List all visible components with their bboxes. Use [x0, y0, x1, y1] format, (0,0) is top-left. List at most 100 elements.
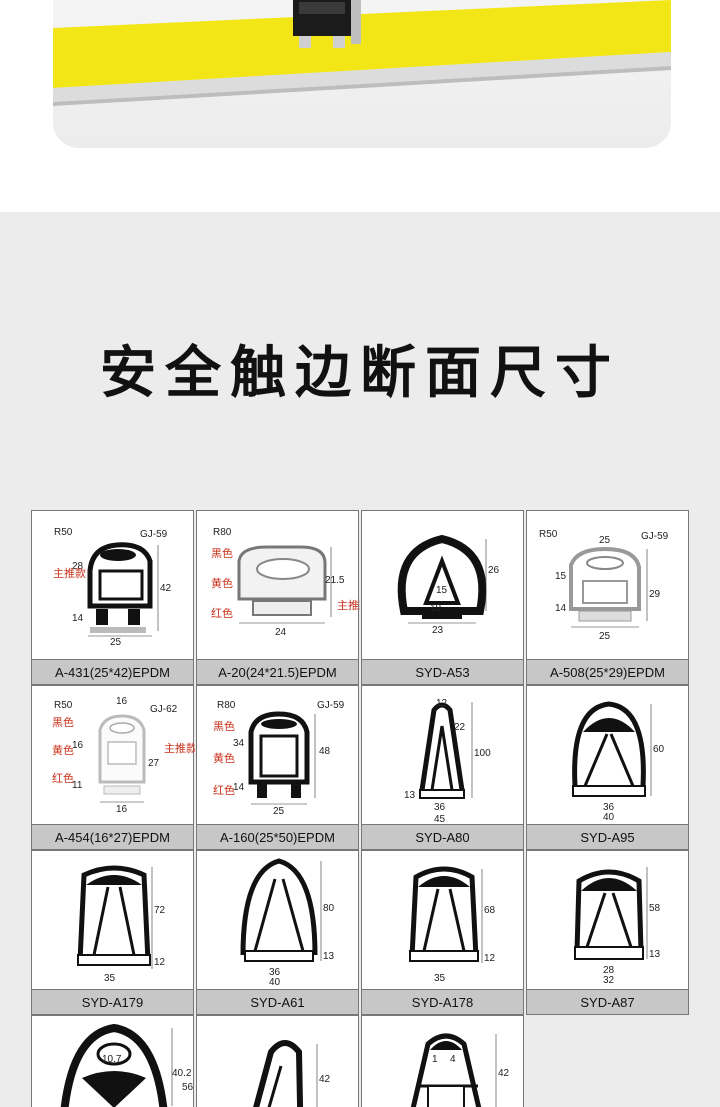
dim-label: 12 [154, 957, 166, 968]
dim-label: 28 [72, 561, 84, 572]
profile-caption: A-431(25*42)EPDM [31, 660, 194, 685]
profile-drawing: 10.7 40.2 56 [31, 1015, 194, 1107]
dim-label: 4 [450, 1054, 456, 1065]
dim-label: 32 [603, 975, 615, 986]
dim-label: 60 [653, 744, 665, 755]
profile-drawing: 42 [196, 1015, 359, 1107]
dim-label: R50 [539, 529, 558, 540]
profile-drawing: 1 4 42 14 [361, 1015, 524, 1107]
dim-label: 42 [498, 1068, 510, 1079]
dim-label: 35 [104, 973, 116, 984]
profile-caption: SYD-A179 [31, 990, 194, 1015]
profile-drawing: 26 15 10 23 [361, 510, 524, 660]
profile-caption: SYD-A80 [361, 825, 524, 850]
profile-caption: SYD-A178 [361, 990, 524, 1015]
dim-label: 34 [233, 738, 245, 749]
dim-label: 12 [484, 953, 496, 964]
dim-label: GJ-59 [140, 529, 168, 540]
profile-caption: SYD-A53 [361, 660, 524, 685]
dim-label: 56 [182, 1082, 194, 1093]
dim-label: R80 [217, 700, 236, 711]
dim-label: GJ-59 [641, 531, 669, 542]
dim-label: R50 [54, 527, 73, 538]
dim-label: 58 [649, 903, 661, 914]
dim-label: 13 [404, 790, 416, 801]
profile-caption: A-508(25*29)EPDM [526, 660, 689, 685]
color-label: 黄色 [213, 751, 235, 765]
dim-label: 45 [434, 814, 446, 825]
profile-caption: A-454(16*27)EPDM [31, 825, 194, 850]
dim-label: 14 [555, 603, 567, 614]
dim-label: 40 [603, 812, 615, 823]
dim-label: 29 [649, 589, 661, 600]
dim-label: 42 [160, 583, 172, 594]
profile-drawing: 72 12 35 [31, 850, 194, 990]
color-label: 黑色 [213, 719, 235, 733]
dim-label: 12 [436, 698, 448, 709]
dim-label: 100 [474, 748, 491, 759]
dim-label: 25 [599, 631, 611, 642]
dim-label: 40 [269, 977, 281, 988]
dim-label: GJ-62 [150, 704, 178, 715]
dim-label: 80 [323, 903, 335, 914]
profile-drawing: R80 GJ-59 34 48 14 25 黑色 黄色 红色 [196, 685, 359, 825]
dim-label: 24 [275, 627, 287, 638]
dim-label: 22 [454, 722, 466, 733]
dim-label: 72 [154, 905, 166, 916]
color-label: 红色 [211, 606, 233, 620]
product-photo-section [0, 0, 720, 212]
profile-drawing: 80 13 36 40 [196, 850, 359, 990]
profile-caption: SYD-A95 [526, 825, 689, 850]
profile-drawing: R50 GJ-59 28 42 14 25 主推款 [31, 510, 194, 660]
dim-label: 11 [72, 780, 83, 791]
dim-label: 14 [72, 613, 84, 624]
dim-label: 36 [269, 967, 281, 978]
dim-label: 42 [319, 1074, 331, 1085]
dim-label: 16 [116, 804, 128, 815]
dim-label: 40.2 [172, 1068, 192, 1079]
color-label: 黑色 [211, 546, 233, 560]
color-label: 黑色 [52, 715, 74, 729]
profile-drawing: 68 12 35 [361, 850, 524, 990]
dim-label: 35 [434, 973, 446, 984]
profile-grid: R50 GJ-59 28 42 14 25 主推款 A-431(25*42)EP… [31, 510, 689, 1107]
profile-caption: SYD-A87 [526, 990, 689, 1015]
dim-label: 14 [233, 782, 245, 793]
note-label: 主推款 [337, 598, 360, 612]
dim-label: 23 [432, 625, 444, 636]
dim-label: 21.5 [325, 575, 345, 586]
dim-label: 15 [436, 585, 448, 596]
dim-label: 36 [603, 802, 615, 813]
dim-label: 10 [430, 603, 442, 614]
note-label: 主推款 [164, 741, 195, 755]
color-label: 黄色 [211, 576, 233, 590]
profile-drawing: 58 13 28 32 [526, 850, 689, 990]
dim-label: 28 [603, 965, 615, 976]
dim-label: 36 [434, 802, 446, 813]
dim-label: R50 [54, 700, 73, 711]
profile-drawing: 12 22 100 13 36 45 [361, 685, 524, 825]
color-label: 黄色 [52, 743, 74, 757]
dim-label: 26 [488, 565, 500, 576]
profile-drawing: R80 21.5 24 黑色 黄色 红色 主推款 [196, 510, 360, 660]
dim-label: 27 [148, 758, 160, 769]
color-label: 红色 [213, 783, 235, 797]
dim-label: 48 [319, 746, 331, 757]
dim-label: 68 [484, 905, 496, 916]
dim-label: 10.7 [102, 1054, 122, 1065]
dim-label: 13 [649, 949, 661, 960]
profile-drawing: R50 GJ-59 25 15 29 14 25 [526, 510, 689, 660]
profile-drawing: R50 16 GJ-62 16 27 11 16 黑色 黄色 红色 主推款 [31, 685, 195, 825]
dim-label: 15 [555, 571, 567, 582]
dim-label: R80 [213, 527, 232, 538]
note-label: 主推款 [53, 566, 86, 580]
profile-caption: A-160(25*50)EPDM [196, 825, 359, 850]
dim-label: 25 [599, 535, 611, 546]
dim-label: 1 [432, 1054, 438, 1065]
dim-label: 25 [110, 637, 122, 648]
profile-drawing: 60 36 40 [526, 685, 689, 825]
product-photo [53, 0, 671, 148]
dim-label: GJ-59 [317, 700, 345, 711]
dim-label: 16 [116, 696, 128, 707]
color-label: 红色 [52, 771, 74, 785]
